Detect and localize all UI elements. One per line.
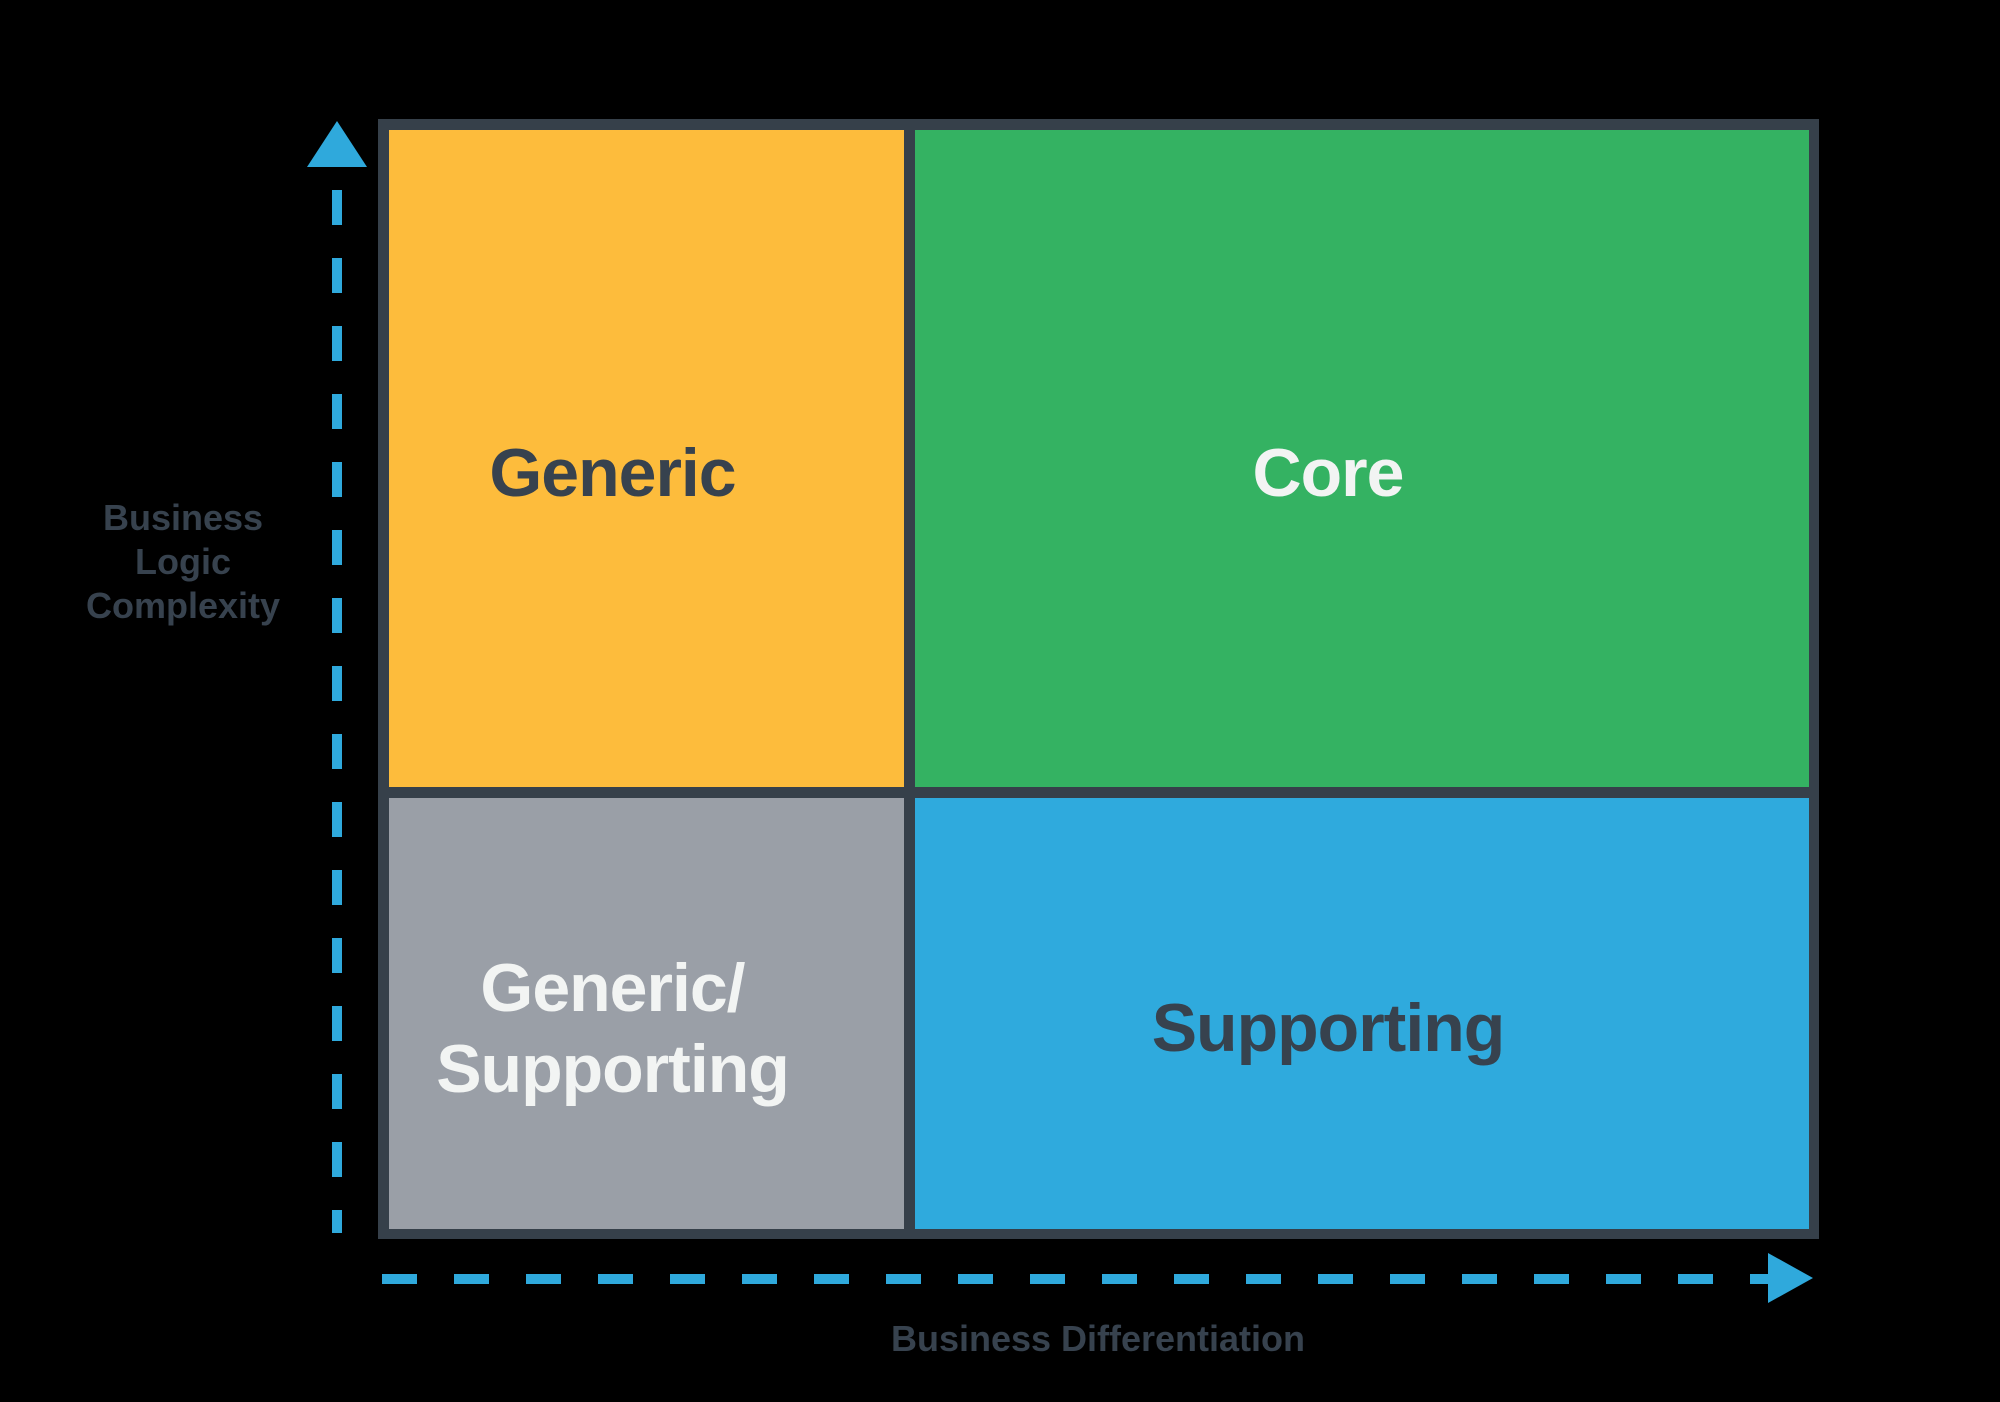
quadrant-supporting-label: Supporting bbox=[1151, 990, 1506, 1067]
quadrant-core-label: Core bbox=[1252, 435, 1405, 512]
y-axis-label-line-2: Logic bbox=[135, 541, 231, 582]
quadrant-generic-supporting-label-line-2: Supporting bbox=[436, 1030, 790, 1107]
quadrant-generic-supporting-label-line-1: Generic/ bbox=[480, 950, 745, 1027]
arrow-right-icon bbox=[1768, 1253, 1813, 1303]
y-axis-dashed-line bbox=[332, 190, 342, 1233]
arrow-up-icon bbox=[307, 121, 367, 167]
x-axis-dashed-line bbox=[382, 1274, 1768, 1284]
y-axis-label: Business Logic Complexity bbox=[33, 496, 333, 628]
quadrant-generic-label: Generic bbox=[489, 435, 736, 512]
y-axis-label-line-1: Business bbox=[102, 497, 264, 538]
quadrant-core: Core bbox=[915, 130, 1809, 787]
quadrant-generic: Generic bbox=[389, 130, 904, 787]
quadrant-generic-supporting: Generic/ Supporting bbox=[389, 798, 904, 1229]
quadrant-matrix: Generic Core Generic/ Supporting Support… bbox=[378, 119, 1819, 1239]
y-axis-label-line-3: Complexity bbox=[85, 585, 281, 626]
x-axis-label: Business Differentiation bbox=[890, 1318, 1306, 1359]
quadrant-supporting: Supporting bbox=[915, 798, 1809, 1229]
quadrant-generic-supporting-label: Generic/ Supporting bbox=[436, 948, 790, 1108]
